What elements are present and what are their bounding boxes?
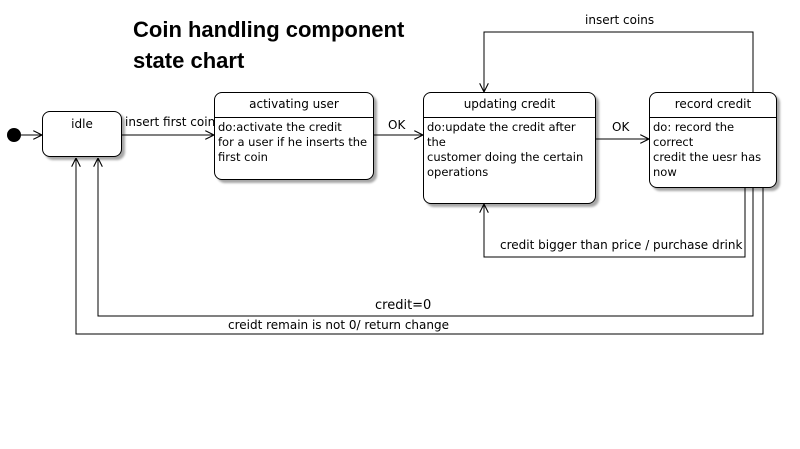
- label-credit-remain: creidt remain is not 0/ return change: [228, 318, 449, 332]
- label-credit-bigger: credit bigger than price / purchase drin…: [500, 238, 743, 252]
- state-record-credit-activity: do: record the correct credit the uesr h…: [653, 120, 762, 179]
- state-activating-user-activity: do:activate the credit for a user if he …: [218, 120, 368, 164]
- state-activating-user-name: activating user: [215, 93, 373, 118]
- label-credit-zero: credit=0: [375, 298, 432, 313]
- state-record-credit-name: record credit: [650, 93, 776, 118]
- label-ok-1: OK: [388, 118, 406, 132]
- initial-state-dot: [7, 128, 21, 142]
- chart-title: Coin handling component state chart: [133, 14, 404, 76]
- state-activating-user: activating user do:activate the credit f…: [214, 92, 374, 180]
- label-insert-coins: insert coins: [585, 13, 655, 27]
- state-record-credit: record credit do: record the correct cre…: [649, 92, 777, 188]
- label-insert-first-coin: insert first coin: [125, 115, 216, 129]
- state-updating-credit: updating credit do:update the credit aft…: [423, 92, 596, 204]
- state-idle: idle: [42, 111, 122, 157]
- transition-insert-coins: [484, 31, 754, 92]
- state-idle-name: idle: [71, 117, 93, 131]
- chart-title-line-2: state chart: [133, 48, 245, 73]
- label-ok-2: OK: [612, 120, 630, 134]
- transition-credit-remain: [76, 158, 764, 335]
- state-updating-credit-name: updating credit: [424, 93, 595, 118]
- transition-credit-bigger: [484, 188, 746, 258]
- transition-credit-zero: [98, 158, 754, 317]
- chart-title-line-1: Coin handling component: [133, 17, 405, 42]
- state-updating-credit-activity: do:update the credit after the customer …: [427, 120, 584, 179]
